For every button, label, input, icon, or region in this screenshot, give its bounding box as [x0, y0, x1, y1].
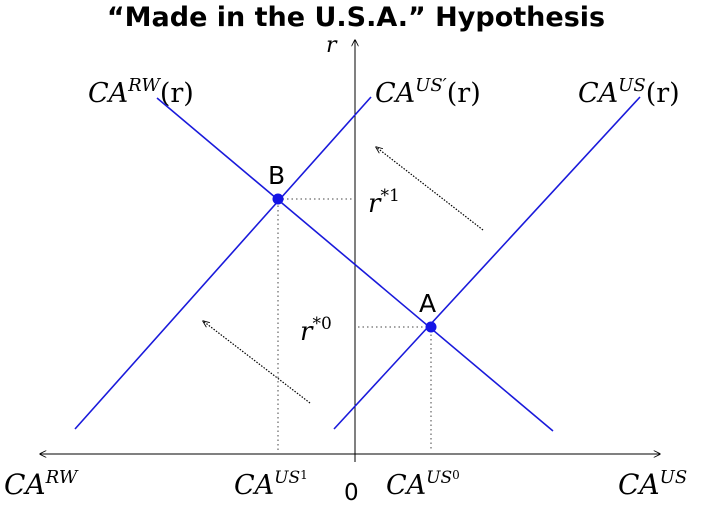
rate-label-r1: r*1 — [368, 186, 400, 219]
tick-label-ca-us0: CAUS0 — [386, 468, 460, 501]
curve-ca-us — [333, 96, 641, 430]
diagram-title: “Made in the U.S.A.” Hypothesis — [106, 2, 606, 33]
label-point-b: B — [268, 161, 285, 190]
curve-label-ca-us-new: CAUS′(r) — [375, 75, 481, 109]
axis-label-ca-us: CAUS — [618, 467, 687, 501]
axis-label-ca-rw: CARW — [4, 467, 79, 501]
curve-label-ca-rw: CARW(r) — [88, 75, 194, 109]
origin-label: 0 — [344, 480, 359, 506]
equilibrium-point-a — [425, 321, 437, 333]
curve-label-ca-us: CAUS(r) — [578, 75, 680, 109]
rate-label-r0: r*0 — [300, 314, 332, 347]
equilibrium-point-b — [272, 193, 284, 205]
axis-label-r: r — [326, 33, 338, 58]
curve-ca-rw — [156, 97, 554, 432]
shift-arrow-lower — [203, 321, 311, 404]
curve-ca-us-new — [74, 96, 372, 430]
label-point-a: A — [419, 289, 436, 318]
tick-label-ca-us1: CAUS1 — [234, 468, 308, 501]
